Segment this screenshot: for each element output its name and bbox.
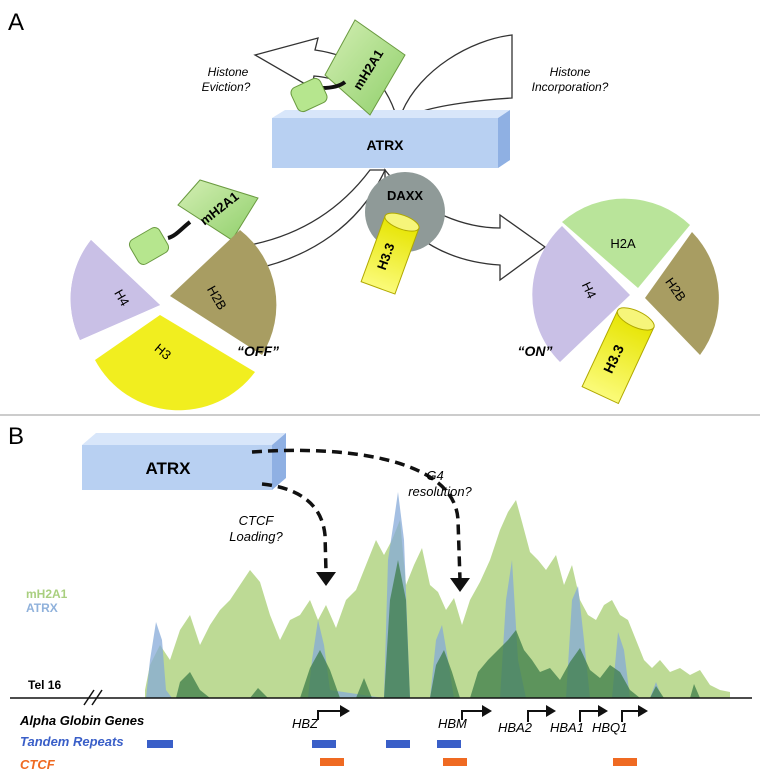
overlap-signal-area: [176, 560, 700, 698]
legend-atrx: ATRX: [26, 601, 58, 615]
alpha-globin-label: Alpha Globin Genes: [19, 713, 144, 728]
daxx-label: DAXX: [387, 188, 423, 203]
gene-hba1: HBA1: [550, 705, 608, 735]
ctcf-site-block: [320, 758, 344, 766]
atrx-box-a: [272, 110, 510, 168]
gene-hbq1-label: HBQ1: [592, 720, 627, 735]
atrx-label-a: ATRX: [366, 137, 404, 153]
off-h2b-wedge: [170, 230, 277, 355]
signal-tracks: [145, 492, 730, 698]
atrx-box-b: [82, 445, 272, 490]
ctcf-dashed-arrow: [261, 482, 328, 573]
ctcf-site-block: [613, 758, 637, 766]
histone-eviction-line2: Eviction?: [202, 80, 251, 94]
on-h2b-wedge: [645, 232, 719, 355]
mh2a1-left-cone: [177, 179, 259, 241]
left-arrow: [249, 169, 387, 271]
g4-label-line2: resolution?: [408, 484, 472, 499]
off-h4-wedge: [70, 240, 160, 340]
on-h33-cylinder: [581, 307, 655, 405]
off-h3-wedge: [95, 315, 255, 411]
off-h4-label: H4: [111, 287, 132, 309]
gene-hbm: HBM: [438, 705, 492, 731]
on-state-label: “ON”: [518, 343, 553, 359]
g4-dashed-arrow: [251, 448, 462, 581]
ctcf-loading-line1: CTCF: [239, 513, 275, 528]
on-h2a-wedge: [562, 198, 690, 288]
gene-hbz: HBZ: [292, 705, 350, 731]
gene-hba2-label: HBA2: [498, 720, 533, 735]
histone-incorporation-line2: Incorporation?: [532, 80, 609, 94]
panel-b-letter: B: [8, 423, 24, 450]
tandem-repeat-block: [312, 740, 336, 748]
tel16-label: Tel 16: [28, 678, 61, 692]
gene-hbz-label: HBZ: [292, 716, 319, 731]
incorporation-arrow: [401, 34, 513, 113]
histone-eviction-line1: Histone: [208, 65, 249, 79]
atrx-label-b: ATRX: [145, 459, 191, 478]
gene-hba2: HBA2: [498, 705, 556, 735]
mh2a1-left-macro-domain: [128, 227, 170, 265]
g4-label-line1: G4: [426, 468, 443, 483]
ctcf-label: CTCF: [20, 757, 56, 772]
ctcf-loading-line2: Loading?: [229, 529, 283, 544]
gene-hbm-label: HBM: [438, 716, 467, 731]
panel-a-letter: A: [8, 9, 24, 36]
histone-incorporation-line1: Histone: [550, 65, 591, 79]
mh2a1-top-cone: [324, 19, 406, 116]
tandem-repeats-label: Tandem Repeats: [20, 734, 124, 749]
on-h2a-label: H2A: [610, 236, 636, 251]
gene-hba1-label: HBA1: [550, 720, 584, 735]
tandem-repeat-block: [386, 740, 410, 748]
on-h4-wedge: [532, 226, 630, 362]
tandem-repeat-block: [437, 740, 461, 748]
on-h4-label: H4: [579, 279, 600, 300]
mh2a1-top-macro-domain: [290, 77, 328, 113]
gene-hbq1: HBQ1: [592, 705, 648, 735]
ctcf-site-block: [443, 758, 467, 766]
tandem-repeat-block: [147, 740, 173, 748]
legend-mh2a1: mH2A1: [26, 587, 68, 601]
h33-daxx-cylinder: [360, 212, 420, 295]
off-state-label: “OFF”: [237, 343, 279, 359]
